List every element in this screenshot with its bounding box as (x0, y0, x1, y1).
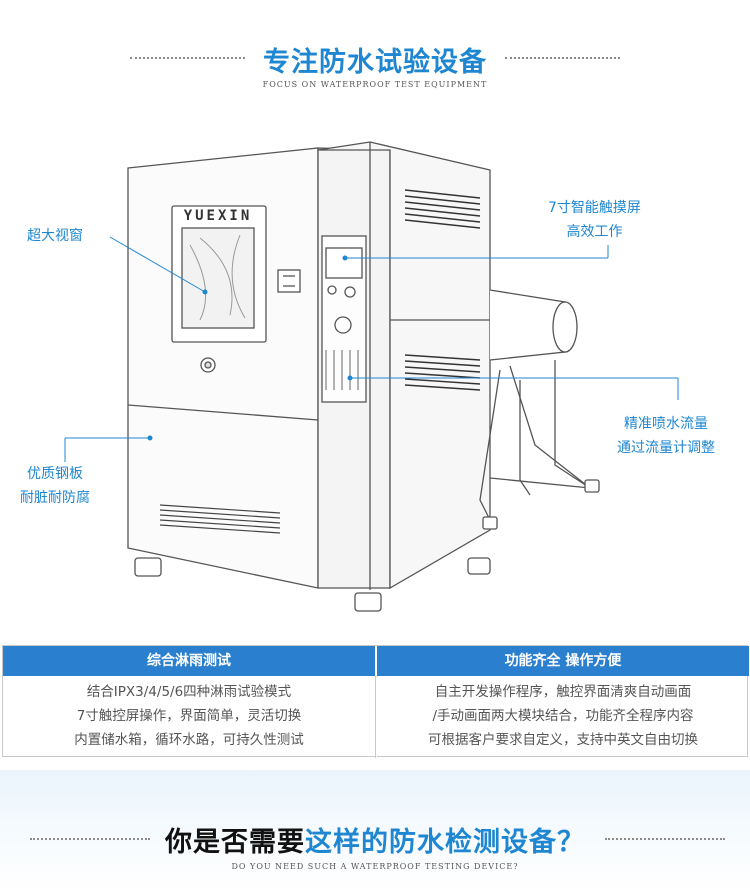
table-header-left: 综合淋雨测试 (3, 646, 375, 676)
dotted-divider-left (30, 838, 150, 840)
callout-spray-flow: 精准喷水流量 通过流量计调整 (617, 412, 715, 460)
callout-large-window: 超大视窗 (27, 224, 83, 248)
callout-text: 耐脏耐防腐 (20, 490, 90, 506)
table-header-right: 功能齐全 操作方便 (377, 646, 749, 676)
dotted-divider-right (505, 57, 620, 59)
callout-text: 7寸智能触摸屏 (548, 200, 641, 216)
table-cell-left: 结合IPX3/4/5/6四种淋雨试验模式 7寸触控屏操作，界面简单，灵活切换 内… (3, 680, 375, 752)
callout-touchscreen: 7寸智能触摸屏 高效工作 (548, 196, 641, 244)
question-black-text: 你是否需要 (165, 827, 305, 858)
test-chamber-drawing: YUEXIN (64, 141, 679, 612)
callout-text: 高效工作 (566, 224, 623, 240)
table-cell-right: 自主开发操作程序，触控界面清爽自动画面 /手动画面两大模块结合，功能齐全程序内容… (377, 680, 749, 752)
feature-table: 综合淋雨测试 功能齐全 操作方便 结合IPX3/4/5/6四种淋雨试验模式 7寸… (2, 645, 749, 758)
callout-text: 精准喷水流量 (624, 416, 708, 432)
brand-lettering: YUEXIN (184, 208, 253, 224)
table-divider (375, 646, 377, 758)
question-heading: 你是否需要这样的防水检测设备？ (0, 820, 750, 859)
table-line: 结合IPX3/4/5/6四种淋雨试验模式 (86, 684, 292, 700)
question-subtitle: DO YOU NEED SUCH A WATERPROOF TESTING DE… (231, 862, 519, 871)
dotted-divider-left (130, 57, 245, 59)
table-divider (375, 676, 376, 758)
page-header: 专注防水试验设备 FOCUS ON WATERPROOF TEST EQUIPM… (0, 0, 750, 110)
page-subtitle: FOCUS ON WATERPROOF TEST EQUIPMENT (262, 80, 488, 89)
table-line: /手动画面两大模块结合，功能齐全程序内容 (432, 708, 694, 724)
question-blue-text: 这样的防水检测设备？ (305, 827, 585, 858)
dotted-divider-right (605, 838, 725, 840)
question-banner: 你是否需要这样的防水检测设备？ DO YOU NEED SUCH A WATER… (0, 770, 750, 892)
table-line: 7寸触控屏操作，界面简单，灵活切换 (76, 708, 302, 724)
table-line: 自主开发操作程序，触控界面清爽自动画面 (434, 684, 692, 700)
page-title: 专注防水试验设备 (263, 47, 487, 78)
callout-text: 优质钢板 (27, 466, 83, 482)
callout-text: 通过流量计调整 (617, 440, 715, 456)
callout-steel-plate: 优质钢板 耐脏耐防腐 (20, 462, 90, 510)
table-line: 内置储水箱，循环水路，可持久性测试 (74, 732, 304, 748)
equipment-illustration: YUEXIN 超大视窗 7寸智能触摸屏 高效工作 精准喷水流量 通过流量计调整 … (0, 120, 750, 640)
callout-text: 超大视窗 (27, 228, 83, 244)
table-line: 可根据客户要求自定义，支持中英文自由切换 (428, 732, 698, 748)
